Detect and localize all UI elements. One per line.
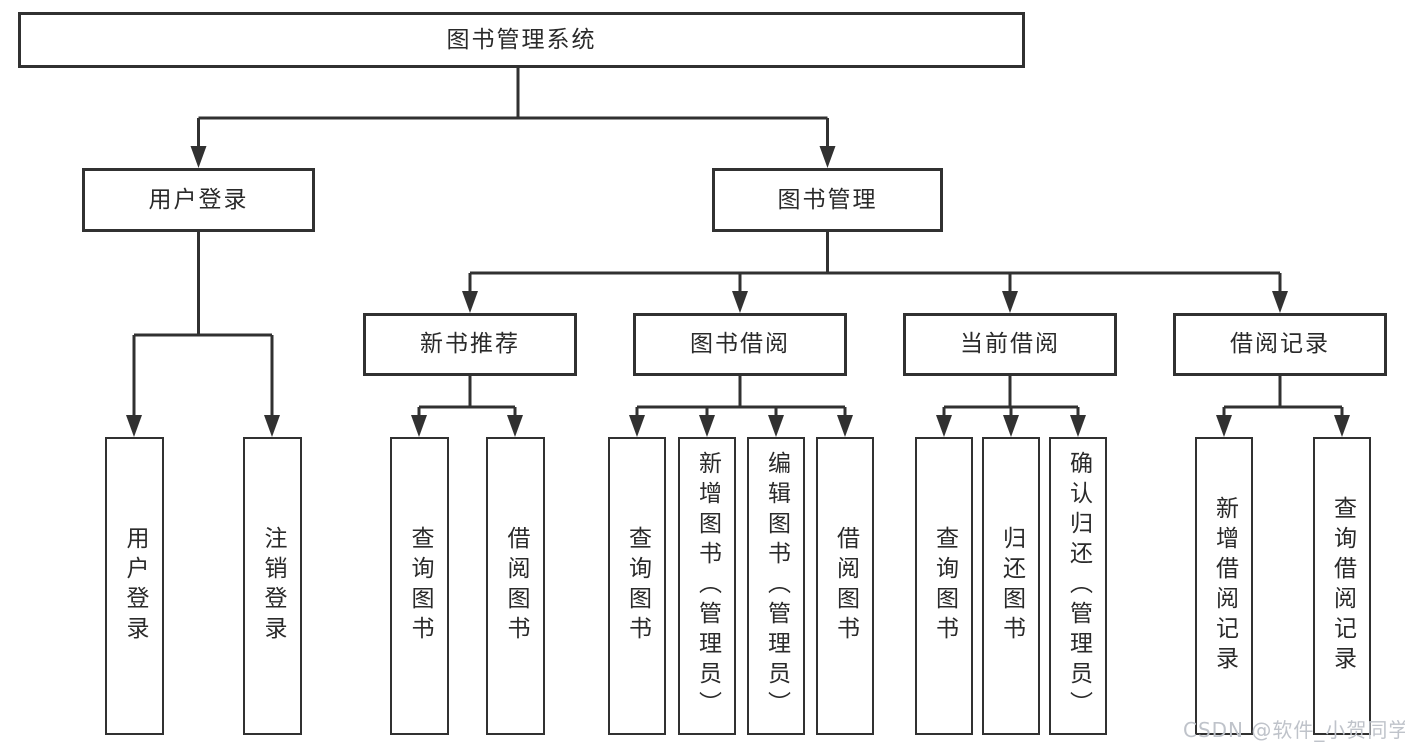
connector-line (1222, 376, 1344, 419)
connector-user-login (126, 232, 280, 437)
connector-line (635, 376, 847, 419)
arrow-down-icon (264, 415, 280, 437)
arrow-down-icon (732, 291, 748, 313)
leaf-query-book-recommend: 查询图书 (390, 437, 449, 735)
connector-current-borrow (936, 376, 1086, 437)
connector-root (190, 68, 836, 168)
arrow-down-icon (126, 415, 142, 437)
connector-line (417, 376, 517, 419)
arrow-down-icon (507, 415, 523, 437)
connector-line (942, 376, 1080, 419)
leaf-logout-login: 注销登录 (243, 437, 302, 735)
arrow-down-icon (190, 146, 207, 168)
leaf-edit-book-admin: 编辑图书（管理员） (747, 437, 805, 735)
leaf-confirm-return-admin: 确认归还（管理员） (1049, 437, 1107, 735)
node-user-login: 用户登录 (82, 168, 315, 232)
leaf-add-book-admin: 新增图书（管理员） (678, 437, 736, 735)
csdn-watermark: CSDN @软件_小贺同学 (1183, 718, 1405, 742)
arrow-down-icon (819, 146, 836, 168)
leaf-borrow-book-recommend: 借阅图书 (486, 437, 545, 735)
node-book-management: 图书管理 (712, 168, 943, 232)
arrow-down-icon (1070, 415, 1086, 437)
node-root: 图书管理系统 (18, 12, 1025, 68)
arrow-down-icon (1003, 415, 1019, 437)
arrow-down-icon (837, 415, 853, 437)
leaf-borrow-book: 借阅图书 (816, 437, 874, 735)
node-current-borrow: 当前借阅 (903, 313, 1117, 376)
leaf-add-borrow-record: 新增借阅记录 (1195, 437, 1253, 735)
connector-borrow-records (1216, 376, 1350, 437)
arrow-down-icon (629, 415, 645, 437)
node-new-book-recommend: 新书推荐 (363, 313, 577, 376)
connector-line (197, 68, 829, 150)
connector-new-book-recommend (411, 376, 523, 437)
connector-book-borrow (629, 376, 853, 437)
arrow-down-icon (699, 415, 715, 437)
leaf-query-book-current: 查询图书 (915, 437, 973, 735)
arrow-down-icon (411, 415, 427, 437)
arrow-down-icon (768, 415, 784, 437)
node-borrow-records: 借阅记录 (1173, 313, 1387, 376)
arrow-down-icon (1002, 291, 1018, 313)
node-book-borrow: 图书借阅 (633, 313, 847, 376)
connector-book-management (462, 232, 1288, 313)
leaf-query-book-borrow: 查询图书 (608, 437, 666, 735)
arrow-down-icon (1272, 291, 1288, 313)
arrow-down-icon (1334, 415, 1350, 437)
arrow-down-icon (462, 291, 478, 313)
leaf-user-login: 用户登录 (105, 437, 164, 735)
leaf-query-borrow-record: 查询借阅记录 (1313, 437, 1371, 735)
leaf-return-book: 归还图书 (982, 437, 1040, 735)
connector-line (468, 232, 1282, 295)
connector-line (132, 232, 274, 419)
arrow-down-icon (936, 415, 952, 437)
arrow-down-icon (1216, 415, 1232, 437)
